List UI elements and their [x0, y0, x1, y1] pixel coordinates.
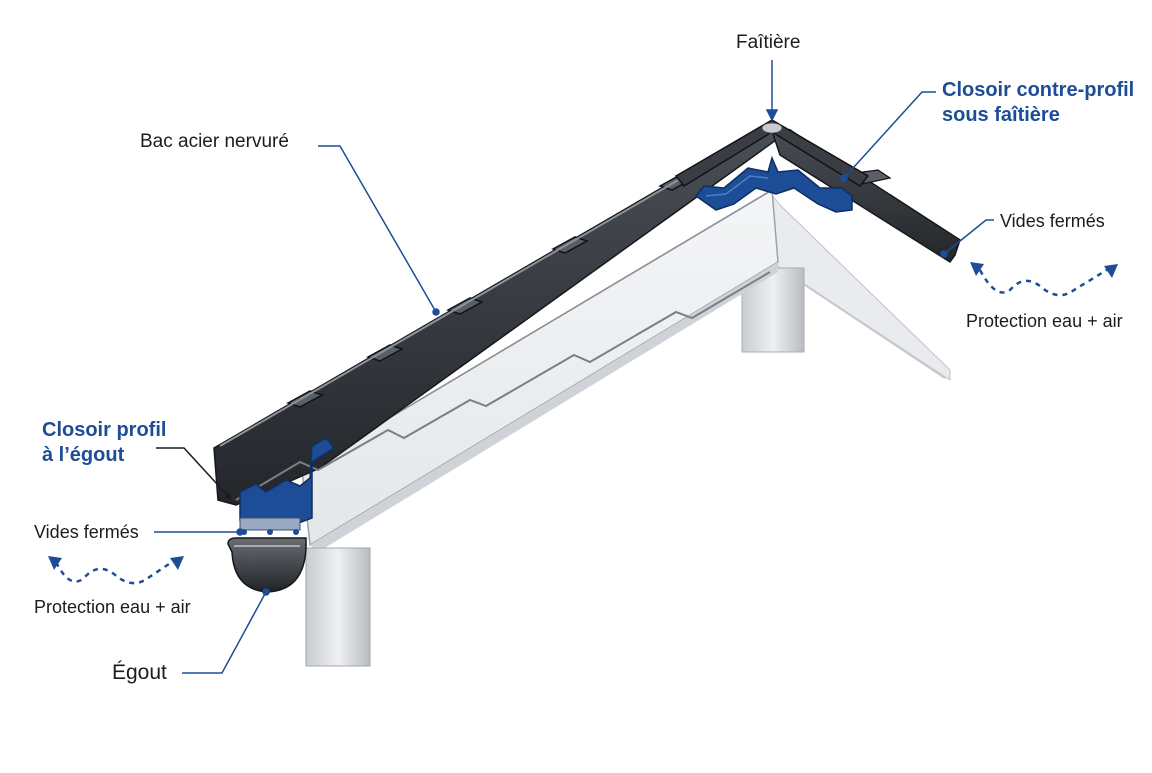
front-post	[305, 547, 371, 667]
label-egout: Égout	[112, 661, 167, 684]
label-bac-acier: Bac acier nervuré	[140, 131, 289, 152]
protection-arrowheads-left	[48, 556, 184, 570]
ridge-closure-profile	[694, 155, 853, 213]
label-vides-fermes-right: Vides fermés	[1000, 211, 1105, 231]
label-faitiere: Faîtière	[736, 32, 801, 53]
label-closoir-profil-line2: à l’égout	[42, 444, 125, 466]
label-protection-left: Protection eau + air	[34, 597, 191, 617]
label-closoir-profil: Closoir profil à l’égout	[42, 418, 166, 468]
protection-arrow-left	[54, 556, 179, 585]
label-closoir-profil-line1: Closoir profil	[42, 419, 167, 441]
label-closoir-contre-profil-line2: sous faîtière	[942, 104, 1060, 126]
eave-closure-profile	[239, 437, 336, 535]
rafter-beam	[301, 188, 779, 552]
label-closoir-contre-profil: Closoir contre-profil sous faîtière	[942, 78, 1134, 128]
gutter	[227, 537, 307, 593]
label-vides-fermes-left: Vides fermés	[34, 522, 139, 542]
label-closoir-contre-profil-line1: Closoir contre-profil	[942, 79, 1135, 101]
protection-arrowheads-right	[970, 262, 1118, 278]
protection-arrow-right	[978, 266, 1111, 297]
leader-lines	[154, 60, 994, 674]
label-protection-right: Protection eau + air	[966, 311, 1123, 331]
